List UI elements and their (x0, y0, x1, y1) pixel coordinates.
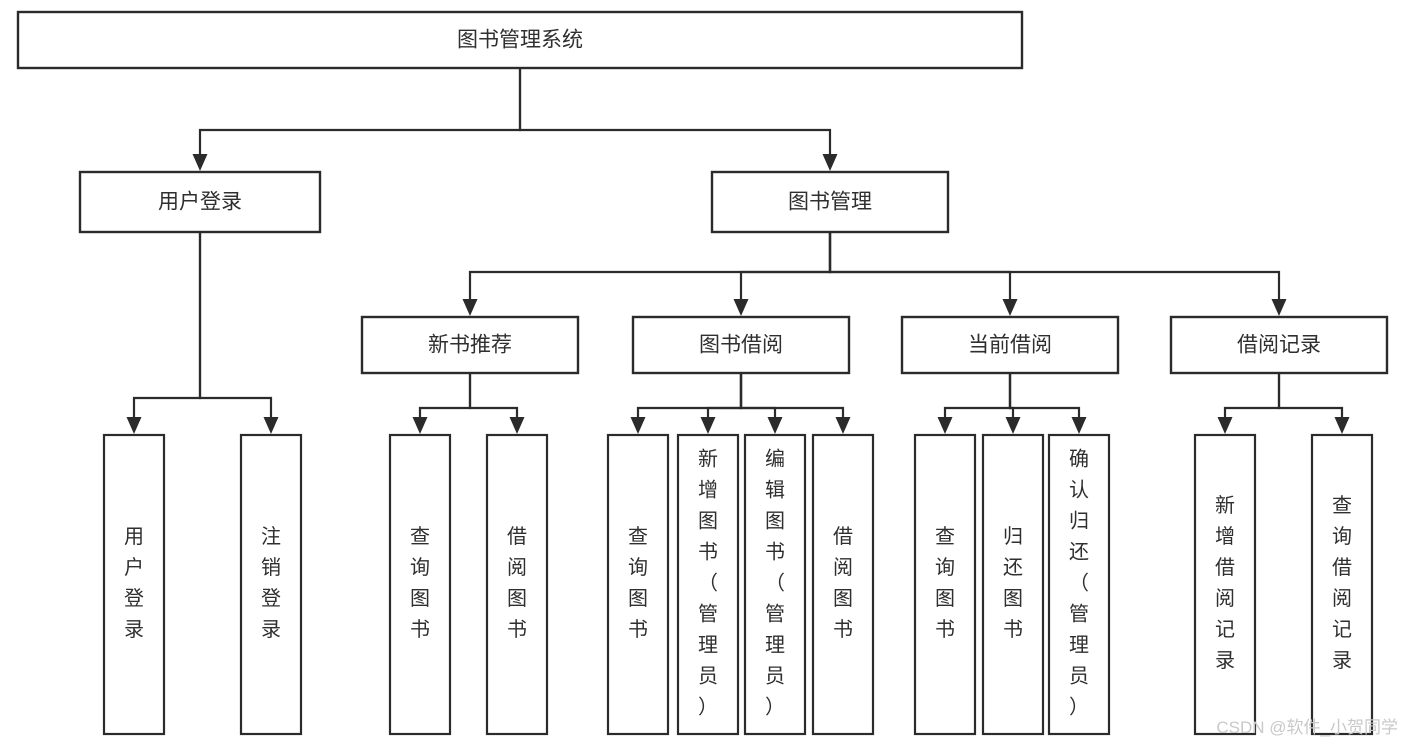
node-book-manage[interactable]: 图书管理 (710, 170, 950, 234)
connector-borrow-record-to-leaf-query-record (1277, 373, 1350, 434)
node-label: 图书管理系统 (457, 29, 583, 52)
node-label: 归还图书 (1003, 525, 1023, 641)
node-leaf-add-record[interactable]: 新增借阅记录 (1193, 433, 1257, 736)
node-label: 用户登录 (158, 191, 242, 214)
node-leaf-query-book-2[interactable]: 查询图书 (606, 433, 670, 736)
connector-book-manage-to-borrow-record (828, 232, 1287, 316)
node-label: 图书借阅 (699, 334, 783, 357)
connector-book-borrow-to-leaf-edit-book (739, 373, 783, 434)
connector-book-borrow-to-leaf-add-book (700, 373, 743, 434)
connector-current-borrow-to-leaf-query-book-3 (937, 373, 1012, 434)
connector-book-manage-to-new-book-rec (462, 232, 832, 316)
node-label: 确认归还（管理员） (1069, 448, 1089, 719)
node-leaf-return-book[interactable]: 归还图书 (981, 433, 1045, 736)
connector-root-to-book-manage (518, 68, 838, 171)
node-label: 查询图书 (410, 525, 430, 641)
connector-user-login-to-leaf-user-login (126, 232, 202, 434)
node-label: 查询图书 (935, 525, 955, 641)
node-label: 用户登录 (124, 526, 144, 641)
connector-current-borrow-to-leaf-return-book (1005, 373, 1021, 434)
node-borrow-record[interactable]: 借阅记录 (1169, 315, 1389, 375)
node-label: 当前借阅 (968, 334, 1052, 357)
watermark-label: CSDN @软件_小贺同学 (1216, 718, 1398, 737)
connector-borrow-record-to-leaf-add-record (1217, 373, 1281, 434)
node-label: 新增借阅记录 (1215, 494, 1235, 672)
node-root[interactable]: 图书管理系统 (16, 10, 1024, 70)
node-leaf-borrow-book-1[interactable]: 借阅图书 (485, 433, 549, 736)
connector-book-borrow-to-leaf-borrow-book-2 (739, 373, 851, 434)
connector-book-manage-to-book-borrow (733, 232, 832, 316)
node-label: 编辑图书（管理员） (765, 448, 785, 719)
node-leaf-user-login[interactable]: 用户登录 (102, 433, 166, 736)
node-leaf-edit-book[interactable]: 编辑图书（管理员） (743, 433, 807, 736)
node-label: 图书管理 (788, 191, 872, 214)
node-label: 注销登录 (261, 525, 281, 641)
node-book-borrow[interactable]: 图书借阅 (631, 315, 851, 375)
node-label: 借阅图书 (507, 525, 527, 641)
node-user-login[interactable]: 用户登录 (78, 170, 322, 234)
node-label: 新增图书（管理员） (698, 448, 718, 719)
node-leaf-query-record[interactable]: 查询借阅记录 (1310, 433, 1374, 736)
connector-new-book-rec-to-leaf-borrow-book-1 (468, 373, 525, 434)
node-current-borrow[interactable]: 当前借阅 (900, 315, 1120, 375)
node-new-book-rec[interactable]: 新书推荐 (360, 315, 580, 375)
connector-root-to-user-login (192, 68, 522, 171)
connector-user-login-to-leaf-logout (198, 232, 279, 434)
node-label: 新书推荐 (428, 334, 512, 357)
node-leaf-add-book[interactable]: 新增图书（管理员） (676, 433, 740, 736)
node-label: 查询借阅记录 (1332, 494, 1352, 672)
node-leaf-logout[interactable]: 注销登录 (239, 433, 303, 736)
node-leaf-confirm-return[interactable]: 确认归还（管理员） (1047, 433, 1111, 736)
connector-book-borrow-to-leaf-query-book-2 (630, 373, 743, 434)
node-label: 查询图书 (628, 525, 648, 641)
node-label: 借阅记录 (1237, 334, 1321, 357)
connector-current-borrow-to-leaf-confirm-return (1008, 373, 1087, 434)
edge-layer (126, 68, 1350, 434)
node-label: 借阅图书 (833, 525, 853, 641)
node-leaf-borrow-book-2[interactable]: 借阅图书 (811, 433, 875, 736)
node-leaf-query-book-1[interactable]: 查询图书 (388, 433, 452, 736)
node-layer: 图书管理系统用户登录图书管理新书推荐图书借阅当前借阅借阅记录用户登录注销登录查询… (16, 10, 1389, 736)
node-leaf-query-book-3[interactable]: 查询图书 (913, 433, 977, 736)
connector-book-manage-to-current-borrow (828, 232, 1018, 316)
connector-new-book-rec-to-leaf-query-book-1 (412, 373, 472, 434)
